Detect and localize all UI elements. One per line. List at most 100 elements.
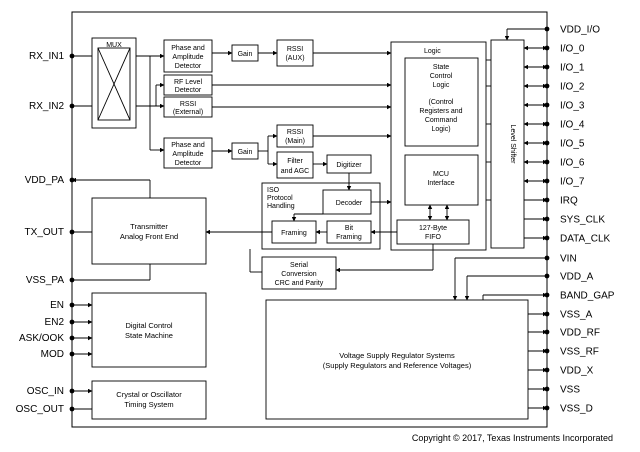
rssi-aux-block bbox=[276, 39, 314, 67]
right-pin-dot-13 bbox=[544, 273, 550, 279]
pin-dots bbox=[69, 26, 550, 412]
filter-agc-line1: Filter bbox=[287, 158, 303, 165]
left-pin-dot-2 bbox=[69, 177, 75, 183]
right-pin-dot-7 bbox=[544, 159, 550, 165]
pin-right-17: VSS_RF bbox=[560, 347, 599, 358]
right-pin-dot-6 bbox=[544, 140, 550, 146]
fifo-line1: 127-Byte bbox=[419, 225, 447, 232]
logic-label: Logic bbox=[424, 48, 441, 55]
right-pin-dot-19 bbox=[544, 386, 550, 392]
gain1-label: Gain bbox=[238, 51, 253, 58]
state-logic-block bbox=[404, 57, 479, 147]
digitizer-label: Digitizer bbox=[336, 162, 362, 169]
decoder-label: Decoder bbox=[336, 200, 363, 207]
copyright-text: Copyright © 2017, Texas Instruments Inco… bbox=[412, 433, 613, 443]
pin-right-12: VIN bbox=[560, 254, 577, 265]
logic-block bbox=[390, 41, 487, 251]
voltage-line2: (Supply Regulators and Reference Voltage… bbox=[323, 361, 472, 370]
pin-right-1: I/O_0 bbox=[560, 44, 585, 55]
pin-right-7: I/O_6 bbox=[560, 158, 585, 169]
iso-block bbox=[261, 182, 381, 250]
left-pin-dot-10 bbox=[69, 406, 75, 412]
mcu-line1: MCU bbox=[433, 171, 449, 178]
state-logic-line2: Control bbox=[430, 73, 453, 80]
pin-rx-in1: RX_IN1 bbox=[29, 51, 64, 62]
pin-right-2: I/O_1 bbox=[560, 63, 585, 74]
pin-mod: MOD bbox=[41, 349, 64, 360]
right-pin-dot-9 bbox=[544, 197, 550, 203]
chip-outline bbox=[71, 11, 548, 428]
crystal-line1: Crystal or Oscillator bbox=[116, 390, 182, 399]
pin-right-14: BAND_GAP bbox=[560, 291, 615, 302]
right-pin-dot-12 bbox=[544, 255, 550, 261]
rssi-ext-line2: (External) bbox=[173, 109, 203, 116]
pin-right-20: VSS_D bbox=[560, 404, 593, 415]
right-pin-dot-11 bbox=[544, 235, 550, 241]
right-pin-dot-8 bbox=[544, 178, 550, 184]
right-pin-dot-0 bbox=[544, 26, 550, 32]
pin-right-11: DATA_CLK bbox=[560, 234, 611, 245]
left-pin-dot-1 bbox=[69, 103, 75, 109]
right-pin-dot-18 bbox=[544, 367, 550, 373]
pad1-line2: Amplitude bbox=[172, 54, 203, 61]
state-logic-line3: Logic bbox=[433, 82, 450, 89]
fifo-line2: FIFO bbox=[425, 234, 441, 241]
digital-control-block bbox=[91, 292, 207, 368]
filter-agc-line2: and AGC bbox=[281, 168, 309, 175]
right-pin-dot-20 bbox=[544, 405, 550, 411]
right-pin-dot-3 bbox=[544, 83, 550, 89]
left-pin-dot-5 bbox=[69, 302, 75, 308]
rssi-main-line2: (Main) bbox=[285, 138, 305, 145]
mux-inner bbox=[97, 47, 131, 121]
right-pin-dot-10 bbox=[544, 216, 550, 222]
pad1-line1: Phase and bbox=[171, 45, 205, 52]
pin-vss-pa: VSS_PA bbox=[26, 275, 64, 286]
framing-label: Framing bbox=[281, 230, 307, 237]
pin-right-0: VDD_I/O bbox=[560, 25, 600, 36]
pin-osc-in: OSC_IN bbox=[27, 386, 64, 397]
serial-line1: Serial bbox=[290, 262, 308, 269]
pin-right-3: I/O_2 bbox=[560, 82, 585, 93]
rf-level-line1: RF Level bbox=[174, 79, 202, 86]
registers-line3: Command bbox=[425, 117, 457, 124]
pin-en: EN bbox=[50, 300, 64, 311]
right-pin-dot-15 bbox=[544, 311, 550, 317]
left-pin-dot-6 bbox=[69, 319, 75, 325]
pad2-line3: Detector bbox=[175, 160, 202, 167]
right-pin-dot-16 bbox=[544, 329, 550, 335]
pin-right-10: SYS_CLK bbox=[560, 215, 605, 226]
level-shifter-label: Level Shifter bbox=[509, 125, 516, 165]
crystal-block bbox=[91, 380, 207, 420]
left-pin-dot-8 bbox=[69, 351, 75, 357]
voltage-line1: Voltage Supply Regulator Systems bbox=[339, 351, 455, 360]
serial-block bbox=[261, 256, 337, 290]
pin-right-19: VSS bbox=[560, 385, 580, 396]
pin-right-16: VDD_RF bbox=[560, 328, 600, 339]
left-pin-dot-4 bbox=[69, 277, 75, 283]
mux-cross-b bbox=[97, 47, 131, 121]
iso-line2: Protocol bbox=[267, 195, 293, 202]
left-pin-dot-0 bbox=[69, 53, 75, 59]
pin-right-8: I/O_7 bbox=[560, 177, 585, 188]
left-pin-dot-9 bbox=[69, 388, 75, 394]
pin-right-6: I/O_5 bbox=[560, 139, 585, 150]
pin-vdd-pa: VDD_PA bbox=[25, 175, 65, 186]
rf-level-line2: Detector bbox=[175, 87, 202, 94]
pad2-line1: Phase and bbox=[171, 142, 205, 149]
pin-right-13: VDD_A bbox=[560, 272, 594, 283]
left-pin-dot-7 bbox=[69, 335, 75, 341]
right-pin-dot-2 bbox=[544, 64, 550, 70]
transmitter-line1: Transmitter bbox=[130, 222, 168, 231]
mux-block bbox=[91, 37, 137, 129]
bit-framing-line2: Framing bbox=[336, 234, 362, 241]
rssi-aux-line2: (AUX) bbox=[285, 55, 304, 62]
pin-right-9: IRQ bbox=[560, 196, 578, 207]
registers-line4: Logic) bbox=[431, 126, 450, 133]
mcu-line2: Interface bbox=[427, 180, 454, 187]
transmitter-block bbox=[91, 197, 207, 265]
digital-control-line1: Digital Control bbox=[125, 321, 172, 330]
rssi-main-line1: RSSI bbox=[287, 129, 303, 136]
mux-label: MUX bbox=[106, 42, 122, 49]
